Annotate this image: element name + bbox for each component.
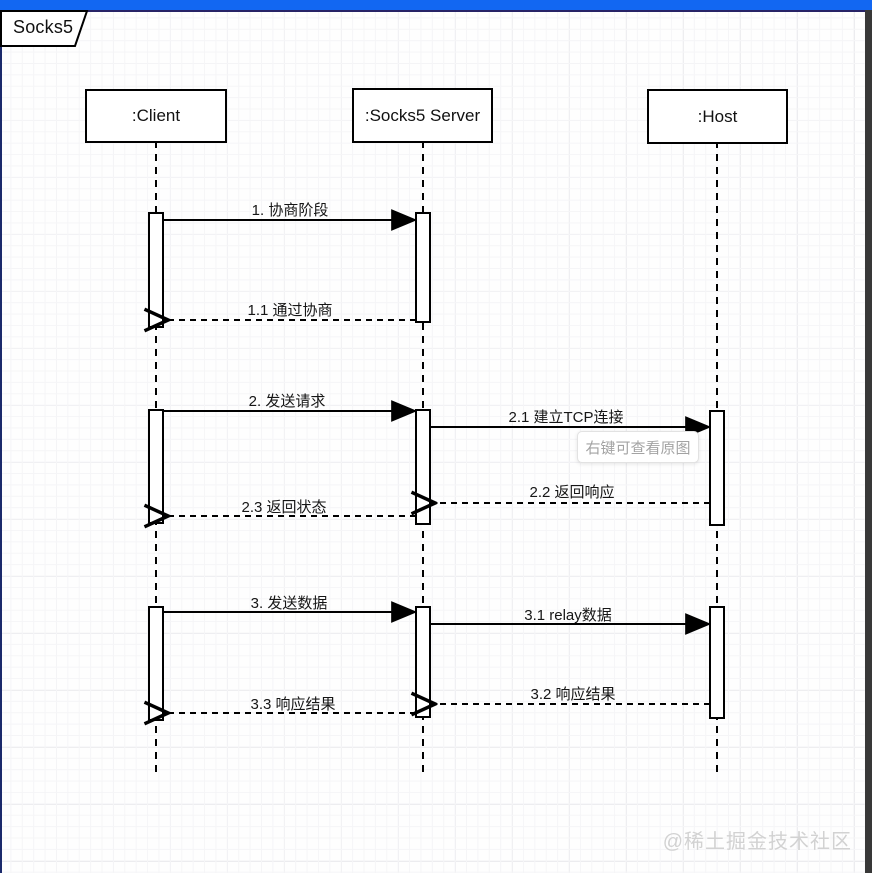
message-label-1: 1. 协商阶段 <box>251 202 329 219</box>
actor-host: :Host <box>647 89 788 144</box>
left-frame-edge <box>0 10 2 873</box>
message-label-2-1: 2.1 建立TCP连接 <box>508 409 624 426</box>
frame-tab-shape <box>0 10 89 47</box>
message-label-3-3: 3.3 响应结果 <box>250 696 336 713</box>
message-label-2-2: 2.2 返回响应 <box>529 484 615 501</box>
top-blue-bar <box>0 0 872 12</box>
message-label-2: 2. 发送请求 <box>248 393 326 410</box>
actor-socks5-server: :Socks5 Server <box>352 88 493 143</box>
message-label-3: 3. 发送数据 <box>250 595 328 612</box>
message-label-3-2: 3.2 响应结果 <box>530 686 616 703</box>
right-frame-edge <box>865 10 872 873</box>
frame-tab-socks5: Socks5 <box>0 10 92 48</box>
message-label-2-3: 2.3 返回状态 <box>241 499 327 516</box>
message-label-1-1: 1.1 通过协商 <box>247 302 333 319</box>
frame-tab-label: Socks5 <box>13 17 74 37</box>
actor-client: :Client <box>85 89 227 143</box>
image-tooltip: 右键可查看原图 <box>577 431 699 463</box>
message-label-3-1: 3.1 relay数据 <box>524 607 612 624</box>
watermark: @稀土掘金技术社区 <box>662 831 852 853</box>
